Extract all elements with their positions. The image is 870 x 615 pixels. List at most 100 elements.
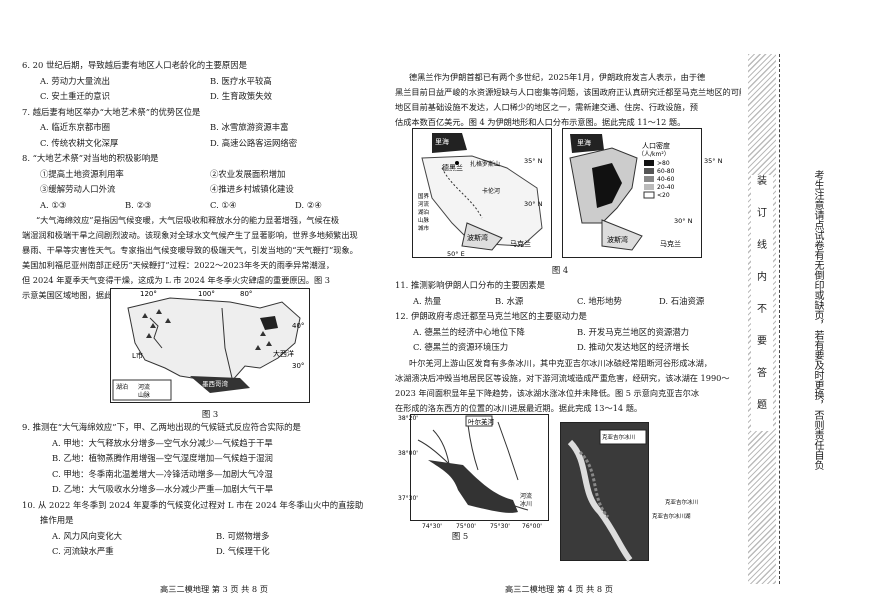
fig4-tehran: 德黑兰 (442, 163, 463, 172)
binding-label: 答 (757, 368, 767, 379)
q7-option-b: B. 冰雪旅游资源丰富 (210, 122, 289, 132)
q12-options-2: C. 德黑兰的资源环境压力 D. 推动欠发达地区的经济增长 (395, 340, 741, 356)
page-3-lower: 9. 推测在“大气海绵效应”下，甲、乙两地出现的气候链式反应符合实际的是 A. … (22, 420, 380, 560)
q9-option-a: A. 甲地：大气释放水分增多—空气水分减少—气候趋于干旱 (52, 437, 273, 448)
fig4r-caspian: 里海 (577, 138, 591, 147)
q10-options-2: C. 河流缺水严重 D. 气候理干化 (22, 544, 380, 560)
fig4r-density-lt20: <20 (657, 192, 670, 199)
q7-option-a: A. 临近东京都市圈 (40, 122, 110, 132)
fig3-city: L市 (132, 351, 143, 360)
q10-option-d: D. 气候理干化 (216, 546, 270, 556)
page-4-questions: 11. 推测影响伊朗人口分布的主要因素是 A. 热量 B. 水源 C. 地形地势… (395, 278, 741, 416)
q12-option-d: D. 推动欠发达地区的经济增长 (577, 342, 690, 352)
q11-option-a: A. 热量 (413, 295, 442, 306)
q11-option-b: B. 水源 (495, 295, 524, 306)
q6-option-d: D. 生育政策失效 (210, 91, 272, 101)
passage-line: 估成本数百亿美元。图 4 为伊朗地形和人口分布示意图。据此完成 11～12 题。 (395, 117, 686, 127)
figure-5-river-map: 叶尔羌河 38°20' 38°00' 37°30' 74°30' 75°00' … (398, 410, 558, 534)
fig4-lat-35: 35° N (524, 157, 543, 165)
fig5-lat-2: 38°00' (398, 450, 418, 457)
fig4-persian-gulf: 波斯湾 (467, 233, 488, 242)
fig3-lon-100: 100° (198, 290, 215, 298)
fig4-legend-river: 河流 (418, 200, 430, 208)
passage-11-12: 德黑兰作为伊朗首都已有两个多世纪，2025年1月，伊朗政府发言人表示，由于德 黑… (395, 70, 741, 130)
q9-stem: 9. 推测在“大气海绵效应”下，甲、乙两地出现的气候链式反应符合实际的是 (22, 422, 301, 432)
fig4-legend-lake: 湖泊 (418, 208, 429, 216)
fig5-inset-title: 克亚吉尔冰川 (602, 433, 635, 441)
q9-option-c: C. 甲地：冬季南北温差增大—冷锋活动增多—加剧大气冷湿 (52, 468, 273, 479)
q8-item-4: ④推进乡村城镇化建设 (210, 184, 294, 194)
passage-line: 美国加利福尼亚州南部正经历“天候鞭打”过程：2022～2023年冬天的雨季异常潮… (22, 260, 335, 270)
q7-options-2: C. 传统农耕文化深厚 D. 高速公路客运网络密 (22, 136, 380, 152)
fig4r-density-unit: （人/km²） (638, 151, 670, 158)
fig5-legend-glacier: 冰川 (520, 500, 532, 508)
passage-line: 叶尔羌河上游山区发育有多条冰川，其中克亚吉尔冰川冰碛经常阻断河谷形成冰湖， (409, 357, 712, 368)
binding-label: 装 (757, 176, 767, 187)
q6-option-c: C. 安土重迁的意识 (40, 91, 111, 101)
binding-labels: 装 订 线 内 不 要 答 题 (751, 175, 773, 431)
fig4r-density-title: 人口密度 (642, 141, 670, 150)
figure-4-terrain-map: 里海 德黑兰 扎格罗斯山 卡伦河 波斯湾 马克兰 35° N 30° N 50°… (412, 128, 552, 262)
passage-line: 在形成的洛东西方的位置的冰川进展最近期。据此完成 13～14 题。 (395, 402, 643, 413)
fig3-legend-lake: 湖泊 (116, 383, 128, 391)
binding-dashed-line (779, 54, 780, 584)
fig4r-density-60-80: 60-80 (657, 168, 675, 175)
binding-label: 不 (757, 304, 767, 315)
q10-options: A. 风力风向变化大 B. 可燃物增多 (22, 529, 380, 545)
binding-note: 考生注意请点试卷有无倒印或缺页，若有要及时更换，否则责任自负 (786, 170, 824, 480)
fig4r-persian-gulf: 波斯湾 (607, 235, 628, 244)
passage-line: 黑兰目前日益严峻的水资源短缺与人口密集等问题，该国政府正认真研究迁都至马克兰地区… (395, 87, 741, 97)
q12-option-a: A. 德黑兰的经济中心地位下降 (413, 326, 525, 337)
passage-line: 示意美国区域地图，据此完成 9～10 题。 (22, 290, 174, 300)
q7-option-d: D. 高速公路客运网络密 (210, 137, 298, 148)
figure-4-population-map: 里海 波斯湾 马克兰 人口密度 （人/km²） >80 60-80 40-60 … (562, 128, 702, 262)
figure-5-inset-photo: 克亚吉尔冰川 克亚吉尔冰川 克亚吉尔冰川湖 (560, 422, 720, 576)
fig5-lon-3: 75°30' (490, 523, 510, 530)
q10-stem-2: 推作用是 (40, 515, 74, 525)
q8-items: ①提高土地资源利用率 ②农业发展面积增加 (22, 167, 380, 183)
q11-option-c: C. 地形地势 (577, 295, 622, 306)
q6-options-2: C. 安土重迁的意识 D. 生育政策失效 (22, 89, 380, 105)
fig3-lat-40: 40° (292, 322, 304, 330)
q12-stem: 12. 伊朗政府考虑迁都至马克兰地区的主要驱动力是 (395, 311, 587, 321)
q6-option-b: B. 医疗水平较高 (210, 75, 272, 86)
fig4-lon-50: 50° E (447, 250, 465, 258)
fig4-makran: 马克兰 (510, 239, 531, 248)
binding-note-text: 考生注意请点试卷有无倒印或缺页，若有要及时更换，否则责任自负 (812, 170, 823, 470)
q10-stem: 10. 从 2022 年冬季到 2024 年夏季的气候变化过程对 L 市在 20… (22, 499, 364, 510)
q9-option-d: D. 乙地：大气吸收水分增多—水分减少严重—加剧大气干旱 (52, 484, 274, 494)
fig5-river-label: 叶尔羌河 (468, 417, 495, 426)
passage-9-10: “大气海绵效应”是指因气候变暖，大气层吸收和释放水分的能力显著增强，气候在极 端… (22, 213, 380, 303)
passage-line: 2023 年间面积显年呈下降趋势，该冰湖水涨冰位并未降低。图 5 示意向克亚吉尔… (395, 387, 700, 398)
fig5-lon-4: 76°00' (522, 523, 542, 530)
q8-option-c: C. ①④ (210, 199, 237, 210)
fig4-legend-mountain: 山脉 (418, 216, 430, 224)
fig4r-density-20-40: 20-40 (657, 184, 675, 191)
page-4-footer: 高三二模地理 第 4 页 共 8 页 (505, 584, 613, 594)
fig5-inset-legend-glacier: 克亚吉尔冰川 (665, 498, 698, 506)
fig4-zagros: 扎格罗斯山 (470, 160, 500, 168)
q8-option-b: B. ②③ (125, 199, 152, 210)
passage-line: 端湿润和极端干旱之间剧烈波动。该现象对全球水文气候产生了显著影响，世界多地频繁出… (22, 230, 358, 240)
q8-item-1: ①提高土地资源利用率 (40, 168, 124, 179)
q7-stem: 7. 越后妻有地区举办“大地艺术祭”的优势区位是 (22, 106, 201, 117)
q11-stem: 11. 推测影响伊朗人口分布的主要因素是 (395, 280, 545, 290)
fig4-caspian: 里海 (435, 137, 449, 146)
fig5-lon-2: 75°00' (456, 523, 476, 530)
fig4-legend-border: 国界 (418, 193, 430, 200)
fig4r-density-40-60: 40-60 (657, 176, 675, 183)
passage-line: 但 2024 年夏季天气变得干燥，这成为 L 市 2024 年冬季火灾肆虐的重要… (22, 275, 330, 285)
page-3-footer: 高三二模地理 第 3 页 共 8 页 (160, 584, 268, 594)
page-3: 6. 20 世纪后期，导致越后妻有地区人口老龄化的主要原因是 A. 劳动力大量流… (22, 58, 380, 303)
fig4r-lat-30: 30° N (674, 217, 693, 225)
q8-items-2: ③缓解劳动人口外流 ④推进乡村城镇化建设 (22, 182, 380, 198)
figure-3-map: 120° 100° 80° 40° 30° L市 大西洋 墨西哥湾 湖泊 河流 … (110, 288, 310, 407)
fig5-lon-1: 74°30' (422, 523, 442, 530)
q7-options: A. 临近东京都市圈 B. 冰雪旅游资源丰富 (22, 120, 380, 136)
fig4r-makran: 马克兰 (660, 239, 681, 248)
q8-stem: 8. “大地艺术祭”对当地的积极影响是 (22, 153, 159, 163)
fig3-legend-mountain: 山脉 (138, 391, 150, 399)
binding-label: 要 (757, 336, 767, 347)
q8-options: A. ①③ B. ②③ C. ①④ D. ②④ (22, 198, 380, 214)
fig3-gulf: 墨西哥湾 (202, 379, 229, 388)
